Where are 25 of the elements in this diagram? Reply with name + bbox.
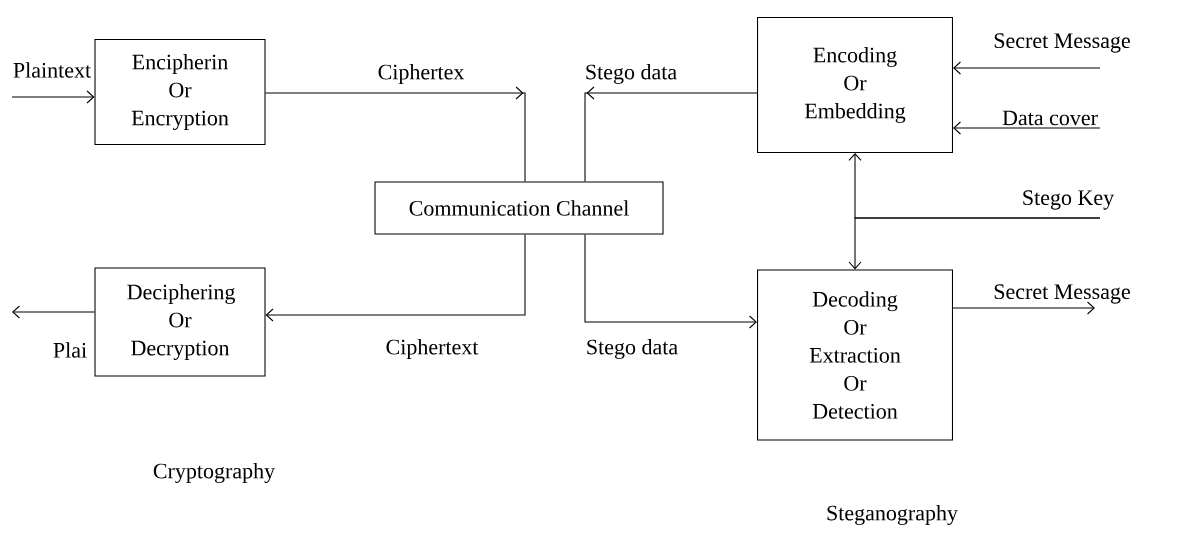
arrow (12, 305, 95, 319)
arrow (953, 61, 1101, 75)
edge-label: Stego Key (1023, 190, 1115, 210)
process-box: Encipherin Or Encryption (94, 38, 266, 146)
edge-label: Ciphertext (386, 339, 479, 359)
edge-label: Plaintext (13, 62, 91, 78)
process-box: Deciphering Or Decryption (94, 267, 266, 377)
section-label: Cryptography (153, 463, 276, 483)
arrow (11, 90, 95, 104)
edge-label: Stego data (586, 64, 677, 84)
edge-label: Secret Message (994, 33, 1130, 53)
edge-label: Plai (53, 342, 87, 358)
process-box: Decoding Or Extraction Or Detection (757, 269, 953, 441)
arrow (952, 301, 1095, 315)
arrow (265, 234, 526, 322)
edge-label: Secret Message (994, 284, 1130, 304)
arrow (584, 234, 757, 329)
edge-label: Data cover (1002, 110, 1098, 126)
arrow (953, 121, 1101, 135)
section-label: Steganography (827, 505, 958, 525)
edge-label: Ciphertex (378, 64, 465, 84)
process-box: Communication Channel (374, 181, 664, 235)
process-box: Encoding Or Embedding (757, 17, 953, 153)
edge-label: Stego data (587, 339, 678, 359)
arrow (848, 217, 1101, 270)
